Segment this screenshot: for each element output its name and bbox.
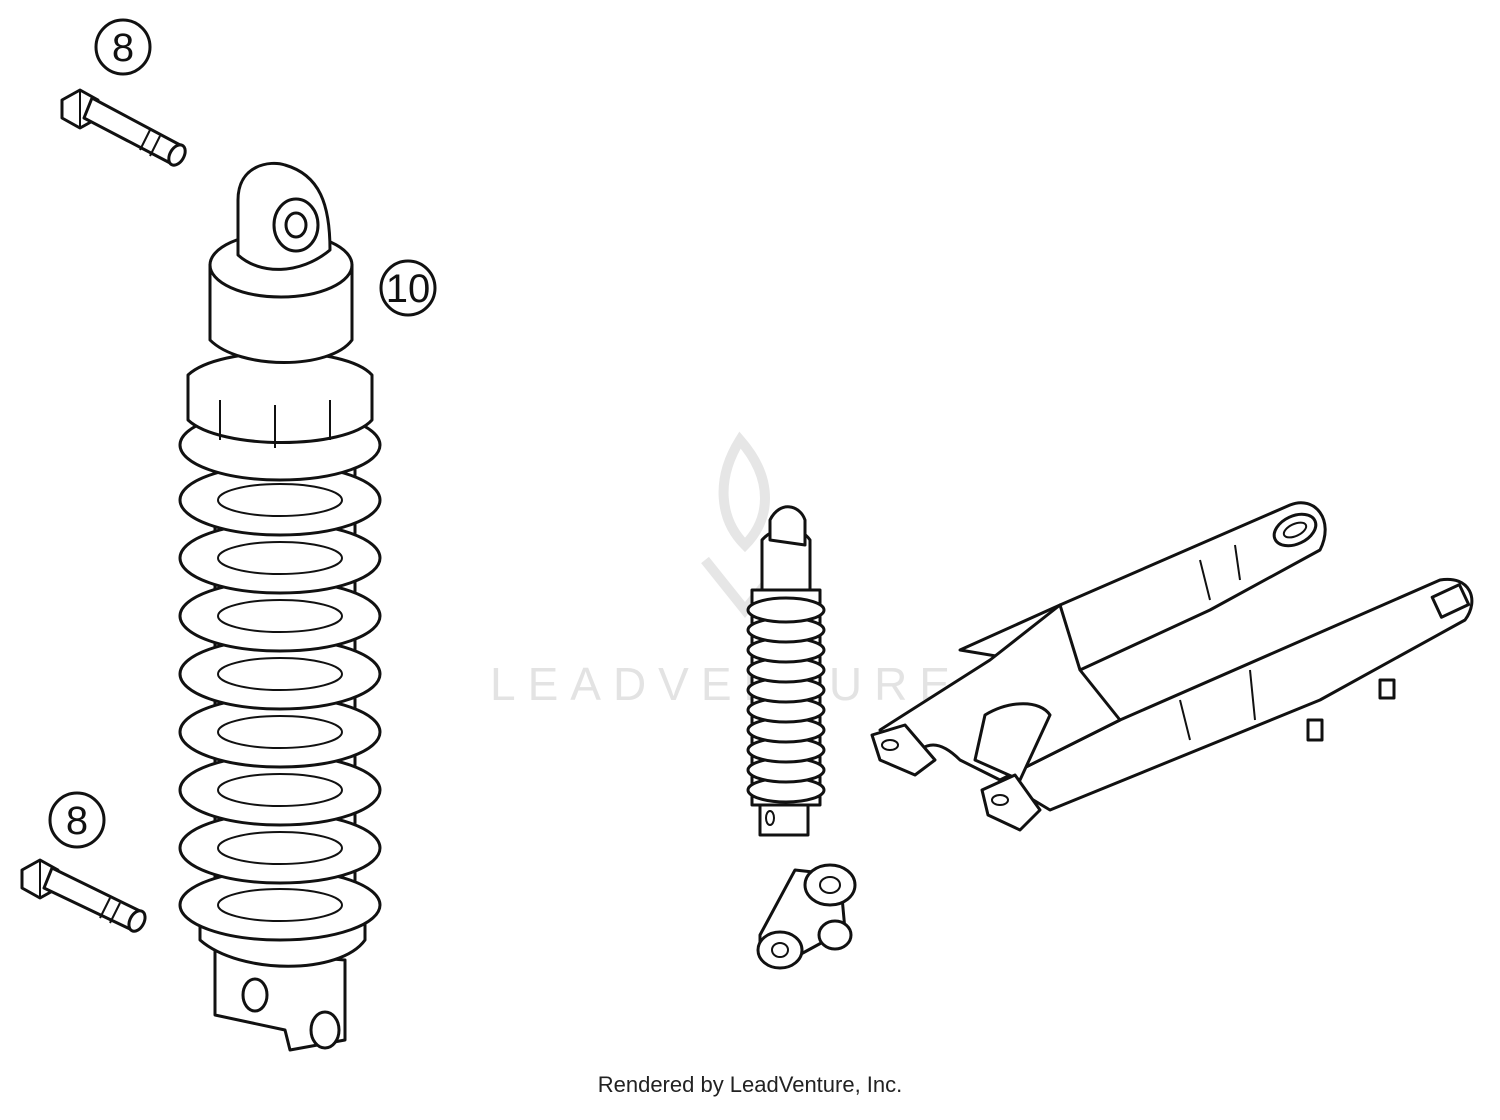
bolt-top-icon[interactable] [60,88,189,168]
callout-8-bottom[interactable]: 8 [48,791,106,849]
spring-coils [178,408,382,942]
callout-8-top[interactable]: 8 [94,18,152,76]
callout-label: 8 [112,26,134,70]
callout-label: 8 [66,799,88,843]
watermark-text: LEADVENTURE [490,658,962,710]
watermark: LEADVENTURE [490,431,962,710]
footer-credit: Rendered by LeadVenture, Inc. [597,1072,903,1097]
small-shock-absorber[interactable] [746,505,826,837]
swingarm[interactable] [870,501,1474,832]
small-spring-coils [746,596,826,804]
callout-label: 10 [386,267,431,311]
linkage-rocker[interactable] [756,863,857,970]
bolt-bottom-icon[interactable] [20,858,148,934]
callout-10[interactable]: 10 [379,259,437,317]
shock-absorber[interactable] [178,161,382,1052]
